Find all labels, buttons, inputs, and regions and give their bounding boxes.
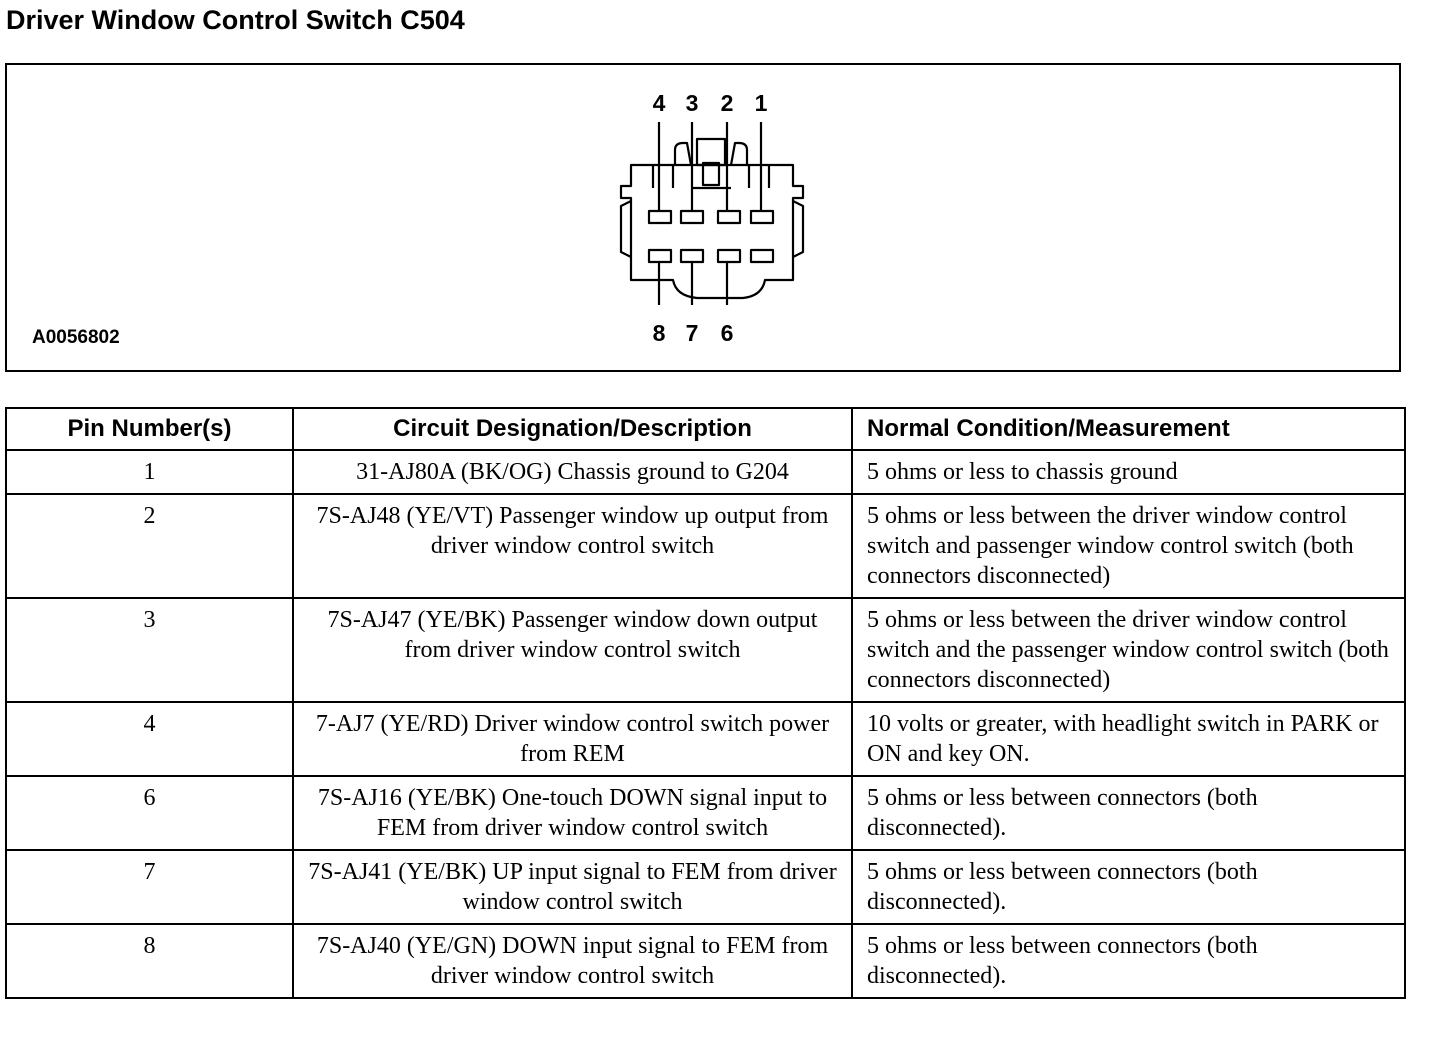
connector-rib <box>651 165 771 188</box>
pin-cell: 8 <box>5 923 294 999</box>
description-cell: 7S-AJ48 (YE/VT) Passenger window up outp… <box>292 493 853 599</box>
description-cell: 7S-AJ47 (YE/BK) Passenger window down ou… <box>292 597 853 703</box>
lock-latch <box>695 137 727 167</box>
pin-cell: 6 <box>5 775 294 851</box>
pin-cell: 4 <box>5 701 294 777</box>
lock-arm-left <box>673 141 693 166</box>
cavity-8 <box>647 248 673 264</box>
cavity-7 <box>679 248 705 264</box>
cavity-4 <box>647 209 673 225</box>
lock-arm-right <box>729 141 749 166</box>
table-row: 7 7S-AJ41 (YE/BK) UP input signal to FEM… <box>5 849 1406 925</box>
table-row: 8 7S-AJ40 (YE/GN) DOWN input signal to F… <box>5 923 1406 999</box>
pin-label-8: 8 <box>653 320 666 346</box>
measurement-cell: 5 ohms or less to chassis ground <box>851 449 1406 495</box>
pin-label-6: 6 <box>721 320 734 346</box>
table-row: 1 31-AJ80A (BK/OG) Chassis ground to G20… <box>5 449 1406 495</box>
pin-label-2: 2 <box>721 90 734 116</box>
measurement-cell: 5 ohms or less between the driver window… <box>851 597 1406 703</box>
measurement-cell: 5 ohms or less between the driver window… <box>851 493 1406 599</box>
pin-cell: 3 <box>5 597 294 703</box>
table-row: 3 7S-AJ47 (YE/BK) Passenger window down … <box>5 597 1406 703</box>
description-cell: 7S-AJ41 (YE/BK) UP input signal to FEM f… <box>292 849 853 925</box>
table-header-row: Pin Number(s) Circuit Designation/Descri… <box>5 407 1406 451</box>
pin-label-3: 3 <box>686 90 699 116</box>
connector-figure: 4 3 2 1 8 7 6 A0056802 <box>5 63 1401 372</box>
column-header-description: Circuit Designation/Description <box>292 407 853 451</box>
page-title: Driver Window Control Switch C504 <box>6 5 465 35</box>
description-cell: 7-AJ7 (YE/RD) Driver window control swit… <box>292 701 853 777</box>
figure-id: A0056802 <box>32 327 120 348</box>
pin-label-4: 4 <box>653 90 666 116</box>
measurement-cell: 5 ohms or less between connectors (both … <box>851 775 1406 851</box>
connector-left-ear <box>619 200 632 258</box>
description-cell: 7S-AJ16 (YE/BK) One-touch DOWN signal in… <box>292 775 853 851</box>
pin-cell: 1 <box>5 449 294 495</box>
pin-label-1: 1 <box>755 90 768 116</box>
measurement-cell: 5 ohms or less between connectors (both … <box>851 923 1406 999</box>
pin-table: Pin Number(s) Circuit Designation/Descri… <box>5 407 1406 999</box>
column-header-pin: Pin Number(s) <box>5 407 294 451</box>
pin-cell: 2 <box>5 493 294 599</box>
cavity-6 <box>716 248 742 264</box>
measurement-cell: 10 volts or greater, with headlight swit… <box>851 701 1406 777</box>
column-header-measurement: Normal Condition/Measurement <box>851 407 1406 451</box>
cavity-3 <box>679 209 705 225</box>
description-cell: 31-AJ80A (BK/OG) Chassis ground to G204 <box>292 449 853 495</box>
table-row: 2 7S-AJ48 (YE/VT) Passenger window up ou… <box>5 493 1406 599</box>
pin-cell: 7 <box>5 849 294 925</box>
table-row: 4 7-AJ7 (YE/RD) Driver window control sw… <box>5 701 1406 777</box>
connector-right-ear <box>792 200 805 258</box>
lock-window <box>701 161 721 187</box>
cavity-2 <box>716 209 742 225</box>
cavity-5 <box>749 248 775 264</box>
connector-diagram: 4 3 2 1 8 7 6 <box>619 90 805 346</box>
cavity-1 <box>749 209 775 225</box>
measurement-cell: 5 ohms or less between connectors (both … <box>851 849 1406 925</box>
pin-label-7: 7 <box>686 320 699 346</box>
table-row: 6 7S-AJ16 (YE/BK) One-touch DOWN signal … <box>5 775 1406 851</box>
description-cell: 7S-AJ40 (YE/GN) DOWN input signal to FEM… <box>292 923 853 999</box>
